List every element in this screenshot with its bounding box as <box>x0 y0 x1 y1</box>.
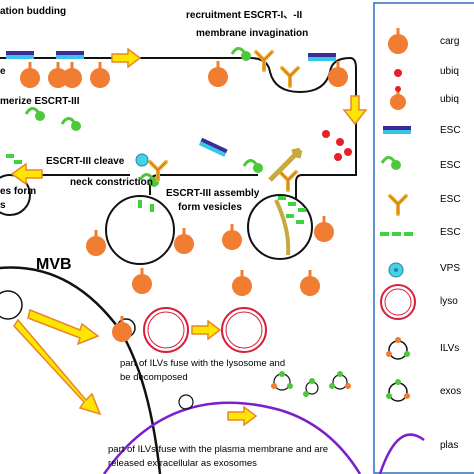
legend-escrt1-label: ESC <box>440 160 461 171</box>
lysosome-fate-label-2: be decomposed <box>120 372 188 383</box>
legend-plasma-label: plas <box>440 440 459 451</box>
step-invagination-label: membrane invagination <box>196 28 309 39</box>
step-recruitment-label: recruitment ESCRT-I、-II <box>186 10 303 21</box>
legend-vps4-label: VPS <box>440 263 461 274</box>
legend-cargo-label: carg <box>440 36 460 47</box>
arrow-left-mid <box>10 162 43 186</box>
step-assembly-label-1: ESCRT-III assembly <box>166 188 260 199</box>
legend-escrt2-label: ESC <box>440 194 461 205</box>
mvb-label: MVB <box>36 256 72 273</box>
legend-icons <box>378 26 425 474</box>
legend-exosome-label: exos <box>440 386 462 397</box>
legend-escrt3-label: ESC <box>440 227 461 238</box>
lysosome-fate-label-1: part of ILVs fuse with the lysosome and <box>120 358 286 369</box>
step-cleave-label: ESCRT-III cleave <box>46 156 125 167</box>
step-neck-label: neck constriction <box>70 177 153 188</box>
ubiquitin-dots <box>322 130 352 161</box>
legend-ubiquitinated-cargo-label: ubiq <box>440 94 459 105</box>
step-ilv-form-label-1: es form <box>0 186 37 197</box>
arrow-1 <box>111 48 141 68</box>
exosome-fate-label-2: released extracellular as exosomes <box>108 458 257 469</box>
exosome-fate-label-1: part of ILVs fuse with the plasma membra… <box>108 444 329 455</box>
step-budding-label: ation budding <box>0 6 67 17</box>
mvb-arrows <box>13 308 102 416</box>
legend-box <box>373 2 474 474</box>
legend-ubiquitin-label: ubiq <box>440 66 459 77</box>
step-polymerize-label: merize ESCRT-III <box>0 96 80 107</box>
lysosome-group <box>110 307 267 353</box>
top-membrane <box>0 56 357 140</box>
step-left-clip-label: e <box>0 66 6 77</box>
step-assembly-label-2: form vesicles <box>178 202 242 213</box>
arrow-down <box>342 95 368 126</box>
legend-lysosome-label: lyso <box>440 296 458 307</box>
legend-ilv-label: ILVs <box>440 343 460 354</box>
middle-proteins <box>6 106 336 298</box>
legend-escrt0-label: ESC <box>440 125 461 136</box>
cargo-row-top <box>6 51 112 90</box>
step-ilv-form-label-2: s <box>0 200 6 211</box>
plasma-group <box>102 371 362 474</box>
